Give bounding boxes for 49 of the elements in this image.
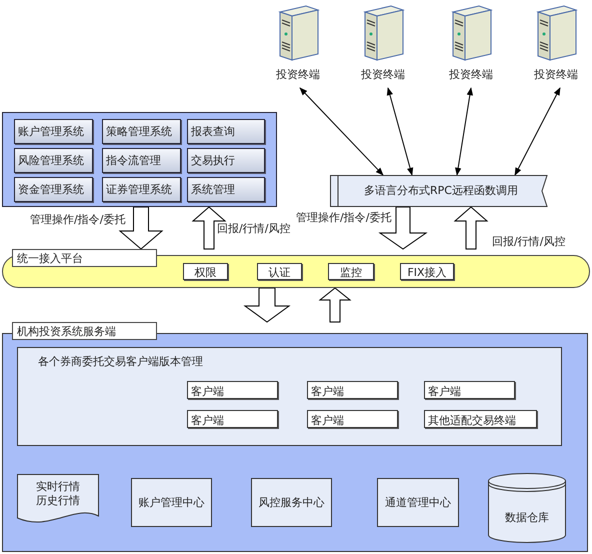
client-box: 客户端 [307,410,398,428]
module-box: 指令流管理 [102,148,181,173]
edge-label: 回报/行情/风控 [217,222,290,235]
edge-label: 回报/行情/风控 [492,235,566,248]
client-box: 客户端 [187,381,278,399]
module-box: 交易执行 [187,148,265,173]
block-arrow [243,288,291,323]
function-box: 监控 [328,263,374,280]
platform-title: 统一接入平台 [12,249,157,267]
edge-label: 管理操作/指令/委托 [296,211,392,224]
center-box: 账户管理中心 [131,478,212,527]
block-arrow [192,206,226,250]
document-text: 实时行情 [35,480,81,493]
module-box: 策略管理系统 [102,119,181,144]
inner-panel [17,347,562,446]
database-label: 数据仓库 [504,511,550,524]
arrow [514,87,560,176]
function-box: FIX接入 [400,263,454,280]
panel-title: 各个券商委托交易客户端版本管理 [38,355,203,368]
terminal-label: 投资终端 [275,68,321,81]
block-arrow [318,287,352,322]
client-box: 其他适配交易终端 [424,410,537,428]
center-box: 通道管理中心 [377,478,459,527]
terminal-label: 投资终端 [360,68,406,81]
block-arrow [118,206,164,250]
module-panel [2,112,277,207]
module-box: 系统管理 [187,177,265,202]
module-box: 资金管理系统 [14,177,93,202]
document-text: 历史行情 [35,494,81,507]
client-box: 客户端 [424,381,515,399]
module-box: 报表查询 [187,119,265,144]
arrow [299,87,384,176]
banner-label: 多语言分布式RPC远程函数调用 [363,184,519,197]
terminal-label: 投资终端 [448,68,494,81]
client-box: 客户端 [307,381,398,399]
arrow [386,87,414,176]
terminal-label: 投资终端 [533,68,579,81]
module-box: 风险管理系统 [14,148,93,173]
module-box: 账户管理系统 [14,119,93,144]
function-box: 认证 [257,263,302,280]
arrow [454,87,474,176]
client-box: 客户端 [187,410,278,428]
center-box: 风控服务中心 [251,478,332,527]
block-arrow [378,206,428,250]
edge-label: 管理操作/指令/委托 [30,213,126,226]
module-box: 证券管理系统 [102,177,181,202]
function-box: 权限 [183,263,228,280]
block-arrow [454,206,488,250]
server-title: 机构投资系统服务端 [12,322,157,340]
